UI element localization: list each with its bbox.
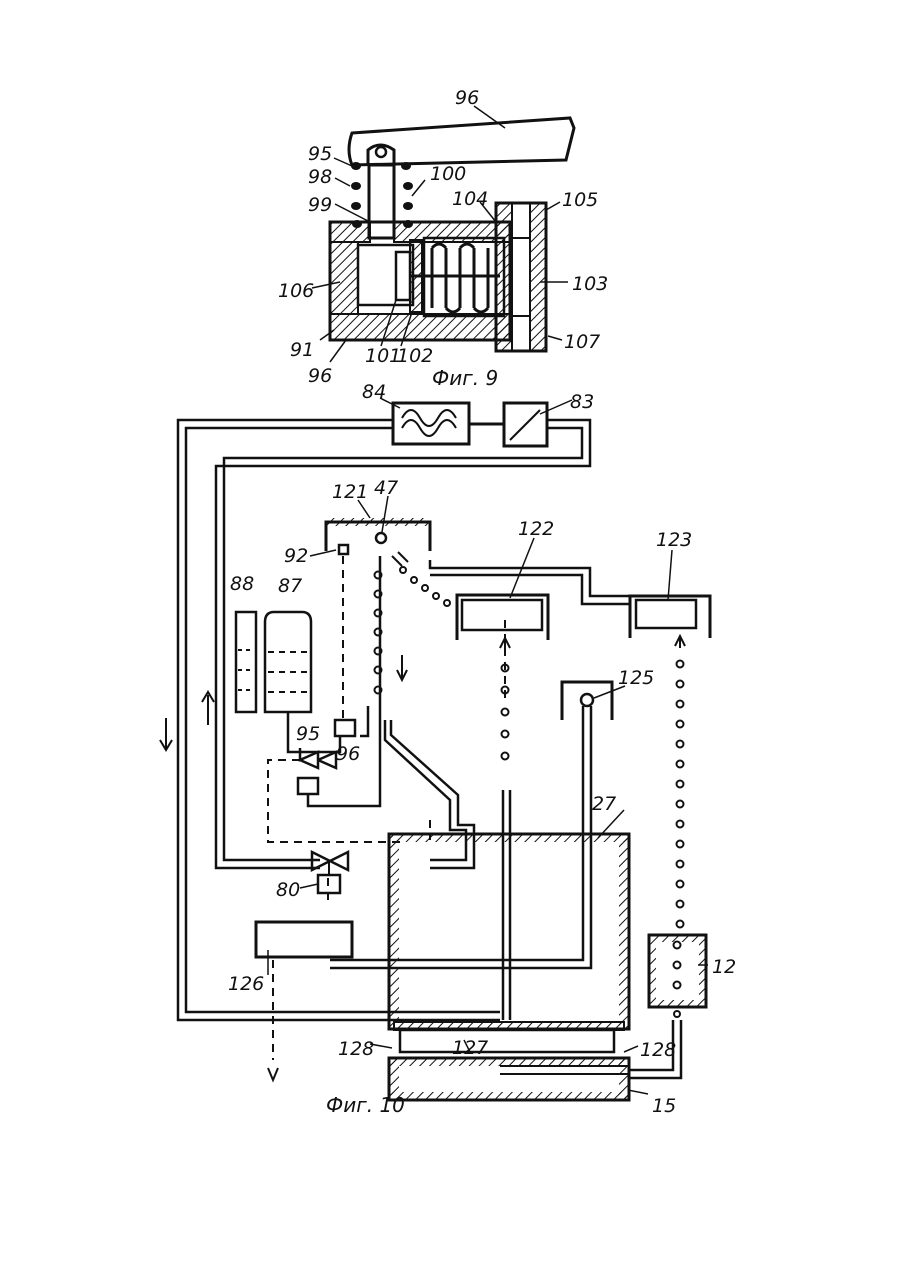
- label-103: 103: [572, 273, 608, 295]
- label-84: 84: [362, 381, 386, 403]
- control-lines: [268, 556, 505, 1060]
- vessel-122-inner: [462, 600, 542, 630]
- pipe-122-123: [430, 560, 630, 604]
- vessel-88: [236, 612, 256, 712]
- figure-9: 96 95 98 99 100 104 105 106 103 91 96 10…: [278, 87, 608, 390]
- label-127: 127: [452, 1037, 488, 1059]
- label-83: 83: [570, 391, 594, 413]
- label-15: 15: [652, 1095, 676, 1117]
- label-101: 101: [365, 345, 401, 367]
- vessel-87: [265, 612, 311, 712]
- housing-left-wall: [330, 242, 358, 314]
- caption-fig9: Фиг. 9: [432, 366, 498, 390]
- label-80: 80: [276, 879, 300, 901]
- label-128-left: 128: [338, 1038, 374, 1060]
- sensor-47: [376, 533, 386, 543]
- label-128-right: 128: [640, 1039, 676, 1061]
- droplet-path-122: [400, 567, 450, 606]
- vessel-121: [326, 522, 430, 551]
- label-121: 121: [332, 481, 368, 503]
- vessel-125: [562, 682, 612, 720]
- label-104: 104: [452, 188, 488, 210]
- actuator-95: [335, 720, 355, 736]
- housing-top-wall: [330, 222, 370, 242]
- flow-arrows: [160, 655, 407, 750]
- label-96: 96: [336, 743, 360, 765]
- label-96-top: 96: [455, 87, 479, 109]
- side-plate-wall-outer: [530, 203, 546, 351]
- slide-valve-101: [396, 252, 410, 300]
- housing-bottom-wall: [330, 314, 510, 340]
- label-125: 125: [618, 667, 654, 689]
- figure-10: 84 83 121 47 122 123 92 88 87 125 95 96 …: [160, 381, 736, 1117]
- label-92: 92: [284, 545, 308, 567]
- plate-127: [400, 1030, 614, 1052]
- pivot-pin: [376, 147, 386, 157]
- sine-symbol: [402, 410, 456, 436]
- vessel-123: [630, 596, 710, 638]
- sensor-125: [581, 694, 593, 706]
- label-98: 98: [308, 166, 332, 188]
- label-27: 27: [592, 793, 616, 815]
- label-106: 106: [278, 280, 314, 302]
- label-107: 107: [564, 331, 600, 353]
- plunger-rod: [369, 165, 394, 238]
- side-plate-wall: [496, 203, 512, 351]
- sensor-92: [339, 545, 348, 554]
- vessel-piping: [288, 556, 474, 868]
- label-91: 91: [290, 339, 314, 361]
- label-95: 95: [296, 723, 320, 745]
- actuator-96: [298, 778, 318, 794]
- return-spring: [432, 244, 488, 312]
- label-100: 100: [430, 163, 466, 185]
- label-88: 88: [230, 573, 254, 595]
- label-123: 123: [656, 529, 692, 551]
- label-47: 47: [374, 477, 398, 499]
- label-126: 126: [228, 973, 264, 995]
- plunger-spring: [351, 162, 413, 228]
- label-95: 95: [308, 143, 332, 165]
- label-122: 122: [518, 518, 554, 540]
- label-99: 99: [308, 194, 332, 216]
- label-12: 12: [712, 956, 736, 978]
- label-105: 105: [562, 189, 598, 211]
- block-126: [256, 922, 352, 957]
- droplet-column-12: [677, 661, 684, 928]
- label-96-bottom: 96: [308, 365, 332, 387]
- label-102: 102: [397, 345, 433, 367]
- vessel-122: [457, 595, 548, 640]
- chamber-106: [358, 245, 413, 305]
- label-87: 87: [278, 575, 302, 597]
- caption-fig10: Фиг. 10: [326, 1093, 405, 1117]
